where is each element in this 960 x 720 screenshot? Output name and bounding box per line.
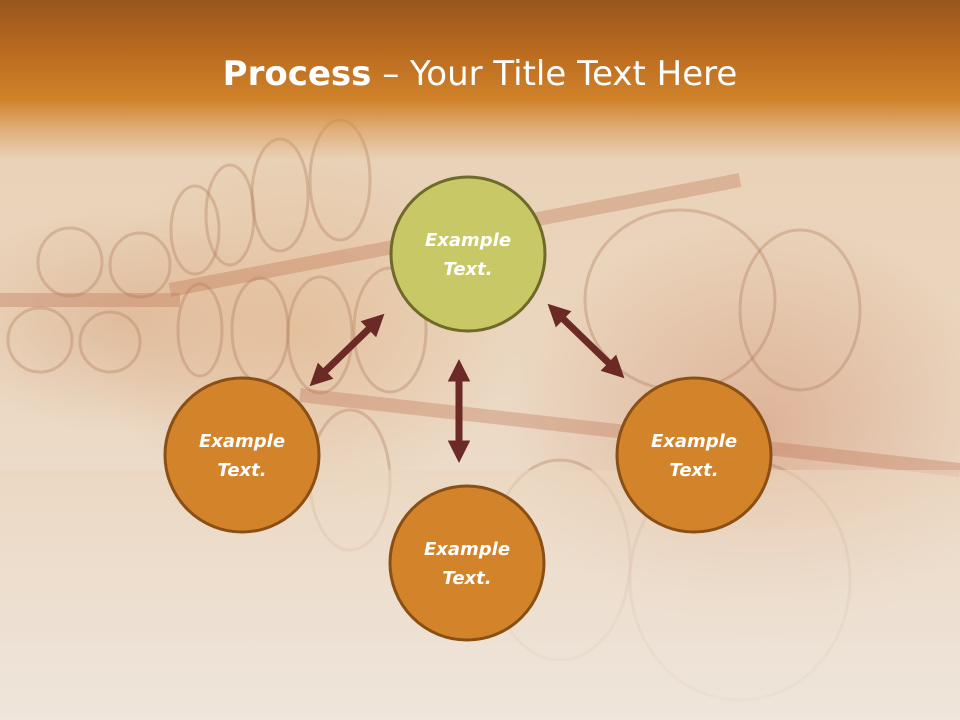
node-left-line2: Text.: [217, 460, 267, 481]
node-left-line1: Example: [198, 431, 286, 452]
node-bottom-line2: Text.: [442, 568, 492, 589]
node-center[interactable]: [389, 175, 547, 333]
node-left-label[interactable]: Example Text.: [182, 427, 302, 485]
header-band: [0, 0, 960, 160]
node-bottom-line1: Example: [423, 539, 511, 560]
node-right[interactable]: [615, 376, 773, 534]
node-right-label[interactable]: Example Text.: [634, 427, 754, 485]
node-center-label[interactable]: Example Text.: [408, 226, 528, 284]
title-separator: –: [371, 54, 411, 94]
arrow-center-left: [309, 313, 385, 387]
node-left[interactable]: [163, 376, 321, 534]
node-right-line2: Text.: [669, 460, 719, 481]
node-center-line2: Text.: [443, 259, 493, 280]
node-bottom-label[interactable]: Example Text.: [407, 535, 527, 593]
slide-title[interactable]: Process – Your Title Text Here: [0, 52, 960, 96]
node-right-line1: Example: [650, 431, 738, 452]
arrow-center-right: [547, 303, 625, 379]
node-center-line1: Example: [424, 230, 512, 251]
node-bottom[interactable]: [388, 484, 546, 642]
title-rest: Your Title Text Here: [410, 54, 738, 94]
title-bold: Process: [222, 54, 372, 94]
